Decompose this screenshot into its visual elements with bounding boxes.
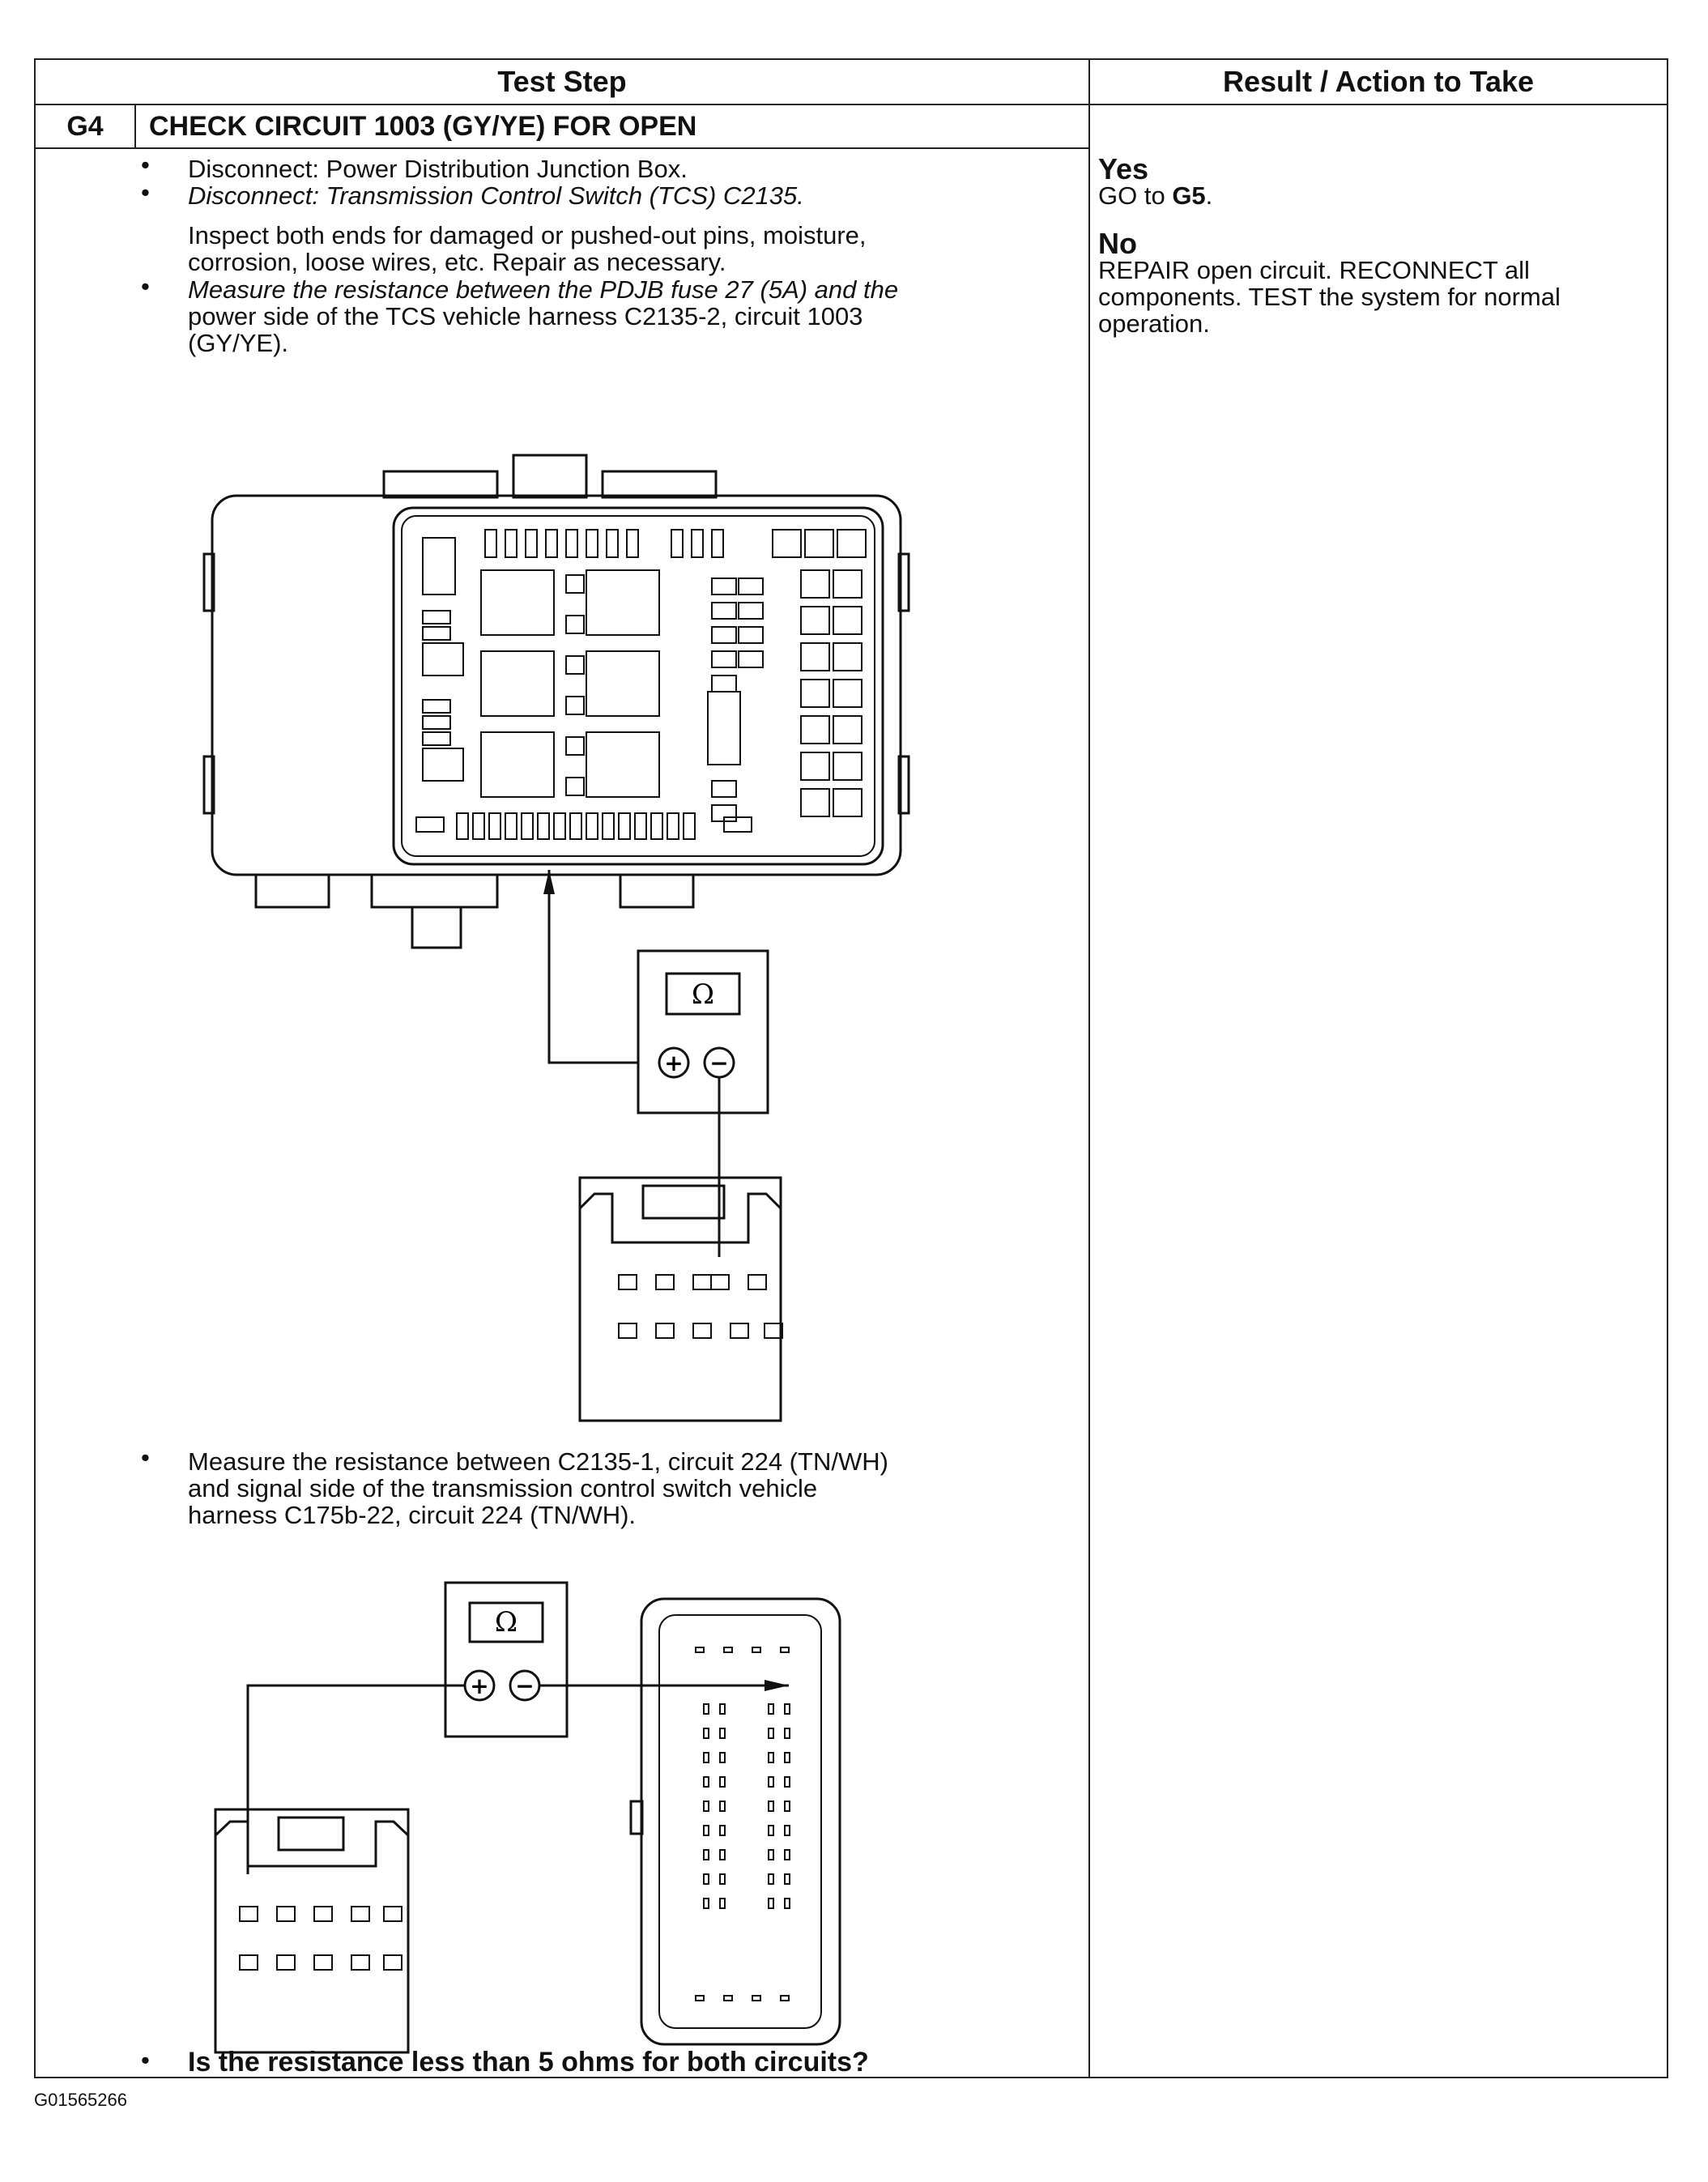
yes-prefix: GO to bbox=[1098, 181, 1173, 210]
no-line-3: operation. bbox=[1098, 309, 1210, 338]
c2135-connector-view-2 bbox=[214, 1808, 410, 2054]
bullet-dot: • bbox=[141, 2046, 150, 2074]
test-step-table: Test Step Result / Action to Take G4 CHE… bbox=[34, 58, 1668, 2078]
instruction-disconnect-tcs: Disconnect: Transmission Control Switch … bbox=[188, 181, 804, 210]
yes-label: Yes bbox=[1098, 152, 1149, 185]
measure1-line-3: (GY/YE). bbox=[188, 329, 289, 357]
minus-terminal: − bbox=[709, 1050, 728, 1076]
c175b-measurement-diagram: Ω + − bbox=[214, 1581, 841, 2054]
result-yes: Yes GO to G5. bbox=[1098, 152, 1657, 210]
figure-id: G01565266 bbox=[34, 2090, 127, 2110]
c175b-connector bbox=[629, 1597, 841, 2046]
plus-terminal: + bbox=[470, 1673, 488, 1699]
plus-terminal: + bbox=[664, 1050, 683, 1076]
instruction-disconnect-pdjb: Disconnect: Power Distribution Junction … bbox=[188, 155, 688, 183]
header-result-action: Result / Action to Take bbox=[1090, 60, 1667, 105]
yes-suffix: . bbox=[1205, 181, 1213, 210]
result-no: No REPAIR open circuit. RECONNECT all co… bbox=[1098, 227, 1657, 338]
no-line-1: REPAIR open circuit. RECONNECT all bbox=[1098, 256, 1530, 284]
probe-tip bbox=[765, 1680, 789, 1691]
ohmmeter-2: Ω + − bbox=[444, 1581, 569, 1738]
ohmmeter-1: Ω + − bbox=[637, 949, 769, 1114]
step-id: G4 bbox=[36, 105, 136, 147]
plus-lead-wire bbox=[547, 870, 638, 1064]
measure1-line-2: power side of the TCS vehicle harness C2… bbox=[188, 302, 863, 330]
pdjb-fuse-box bbox=[202, 454, 910, 949]
bullet-dot: • bbox=[141, 178, 150, 207]
no-line-2: components. TEST the system for normal bbox=[1098, 283, 1561, 311]
c2135-connector bbox=[578, 1176, 783, 1422]
yes-target: G5 bbox=[1172, 181, 1206, 210]
bullet-dot: • bbox=[141, 272, 150, 300]
column-divider bbox=[1088, 60, 1090, 2077]
step-title: CHECK CIRCUIT 1003 (GY/YE) FOR OPEN bbox=[149, 111, 697, 142]
measure2-line-2: and signal side of the transmission cont… bbox=[188, 1474, 818, 1502]
plus-lead-wire bbox=[246, 1684, 465, 1874]
inspect-line-2: corrosion, loose wires, etc. Repair as n… bbox=[188, 248, 726, 276]
ohm-symbol: Ω bbox=[495, 1606, 518, 1639]
bullet-dot: • bbox=[141, 151, 150, 179]
minus-terminal: − bbox=[515, 1673, 534, 1699]
step-row: G4 CHECK CIRCUIT 1003 (GY/YE) FOR OPEN bbox=[36, 105, 1088, 149]
yes-action: GO to G5. bbox=[1098, 182, 1657, 209]
no-label: No bbox=[1098, 227, 1137, 260]
measure2-line-3: harness C175b-22, circuit 224 (TN/WH). bbox=[188, 1501, 637, 1529]
final-question: Is the resistance less than 5 ohms for b… bbox=[188, 2047, 869, 2078]
measure1-line-1: Measure the resistance between the PDJB … bbox=[188, 275, 899, 304]
bullet-dot: • bbox=[141, 1443, 150, 1472]
ohm-symbol: Ω bbox=[692, 978, 714, 1011]
probe-tip bbox=[543, 870, 555, 894]
inspect-line-1: Inspect both ends for damaged or pushed-… bbox=[188, 221, 867, 249]
header-test-step: Test Step bbox=[36, 60, 1088, 105]
measure2-line-1: Measure the resistance between C2135-1, … bbox=[188, 1447, 888, 1476]
pdjb-measurement-diagram: Ω + − bbox=[202, 454, 910, 1422]
